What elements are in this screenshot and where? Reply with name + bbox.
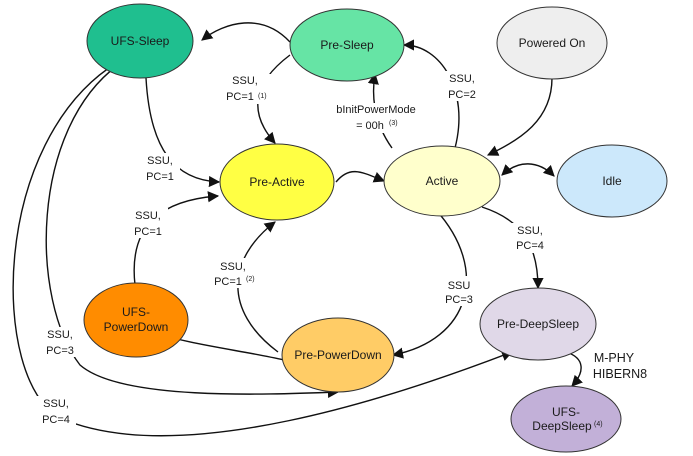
- edge-ufssleep-to-prepowerdown: [45, 64, 340, 398]
- node-pre-sleep-label: Pre-Sleep: [320, 38, 374, 52]
- edge-presleep-to-ufssleep: [201, 22, 291, 43]
- label-bg: [40, 327, 80, 357]
- edge-label-prepowerdown-preactive-footnote: (2): [246, 276, 255, 283]
- node-active-label: Active: [426, 174, 459, 188]
- node-pre-deepsleep-label: Pre-DeepSleep: [497, 317, 579, 331]
- edge-label-presleep-preactive-line2: PC=1: [226, 91, 254, 103]
- node-ufs-sleep-shape: [86, 3, 194, 79]
- node-active-shape: [383, 145, 501, 217]
- node-idle-shape: [556, 144, 668, 218]
- node-pre-active-label: Pre-Active: [249, 175, 305, 189]
- label-bg: [510, 223, 550, 253]
- edge-label-ufssleep-preactive-line2: PC=1: [146, 171, 174, 183]
- node-powered-on-label: Powered On: [519, 36, 586, 50]
- node-idle-label: Idle: [602, 174, 622, 188]
- edge-label-ufspowerdown-preactive-line2: PC=1: [134, 226, 162, 238]
- node-ufs-powerdown: UFS- PowerDown: [83, 282, 189, 358]
- label-bg: [140, 153, 180, 183]
- node-pre-powerdown-label: Pre-PowerDown: [294, 348, 381, 362]
- edge-label-presleep-preactive-footnote: (1): [258, 93, 267, 100]
- edge-active-idle: [501, 163, 555, 177]
- node-pre-sleep-shape: [289, 8, 405, 82]
- node-pre-active-shape: [219, 143, 335, 221]
- node-ufs-deepsleep-shape: [510, 385, 622, 453]
- edge-label-active-prepowerdown-line2: PC=3: [445, 294, 473, 306]
- node-ufs-deepsleep-footnote: (4): [594, 421, 603, 428]
- edge-label-prepowerdown-preactive-line2: PC=1: [214, 276, 242, 288]
- edge-ufssleep-to-predeepsleep: [12, 61, 514, 437]
- node-ufs-deepsleep-label-line1: UFS-: [552, 405, 580, 419]
- edge-label-ufssleep-preactive-line1: SSU,: [147, 155, 173, 167]
- node-pre-powerdown: Pre-PowerDown: [281, 317, 395, 393]
- node-ufs-powerdown-label-line1: UFS-: [122, 305, 150, 319]
- label-bg: [36, 396, 76, 426]
- edge-label-active-predeepsleep-line1: SSU,: [517, 225, 543, 237]
- node-ufs-sleep-label: UFS-Sleep: [111, 34, 170, 48]
- node-pre-powerdown-shape: [281, 317, 395, 393]
- label-bg: [330, 103, 422, 133]
- edge-label-binit-footnote: (3): [389, 120, 398, 127]
- edge-label-ufssleep-prepowerdown-line2: PC=3: [46, 345, 74, 357]
- edge-label-ufssleep-prepowerdown-line1: SSU,: [47, 329, 73, 341]
- node-ufs-sleep: UFS-Sleep: [86, 3, 194, 79]
- edge-labels: SSU, PC=1 (1) bInitPowerMode = 00h (3) S…: [36, 71, 647, 426]
- label-bg: [210, 258, 262, 288]
- node-ufs-powerdown-shape: [83, 282, 189, 358]
- label-bg: [128, 208, 168, 238]
- edge-label-ufssleep-predeepsleep-line2: PC=4: [42, 414, 70, 426]
- edge-label-presleep-preactive-line1: SSU,: [232, 75, 258, 87]
- node-powered-on: Powered On: [496, 6, 608, 80]
- edge-label-binit-line1: bInitPowerMode: [336, 104, 416, 116]
- label-bg: [440, 276, 480, 306]
- edge-label-hibern8-line1: M-PHY: [594, 351, 635, 365]
- node-pre-sleep: Pre-Sleep: [289, 8, 405, 82]
- edge-label-ufspowerdown-preactive-line1: SSU,: [135, 210, 161, 222]
- edge-label-hibern8-line2: HIBERN8: [593, 367, 647, 381]
- edge-preactive-to-active: [335, 171, 386, 183]
- node-powered-on-shape: [496, 6, 608, 80]
- node-ufs-deepsleep-label-line2: DeepSleep: [532, 419, 592, 433]
- node-ufs-deepsleep: UFS- DeepSleep (4): [510, 385, 622, 453]
- node-pre-active: Pre-Active: [219, 143, 335, 221]
- edge-label-binit-line2: = 00h: [356, 120, 384, 132]
- edge-label-active-prepowerdown-line1: SSU: [448, 280, 471, 292]
- edge-poweredon-to-active: [486, 77, 553, 156]
- edge-predeepsleep-to-ufsdeepsleep: [565, 351, 583, 387]
- edge-label-ssu-pc2-line1: SSU,: [449, 73, 475, 85]
- edge-label-active-predeepsleep-line2: PC=4: [516, 240, 544, 252]
- edge-label-prepowerdown-preactive-line1: SSU,: [220, 261, 246, 273]
- node-idle: Idle: [556, 144, 668, 218]
- label-bg: [442, 71, 482, 101]
- label-bg: [220, 74, 272, 104]
- node-active: Active: [383, 145, 501, 217]
- edge-label-ssu-pc2-line2: PC=2: [448, 89, 476, 101]
- node-ufs-powerdown-label-line2: PowerDown: [104, 320, 169, 334]
- node-pre-deepsleep: Pre-DeepSleep: [479, 287, 597, 361]
- edge-label-ufssleep-predeepsleep-line1: SSU,: [43, 398, 69, 410]
- node-pre-deepsleep-shape: [479, 287, 597, 361]
